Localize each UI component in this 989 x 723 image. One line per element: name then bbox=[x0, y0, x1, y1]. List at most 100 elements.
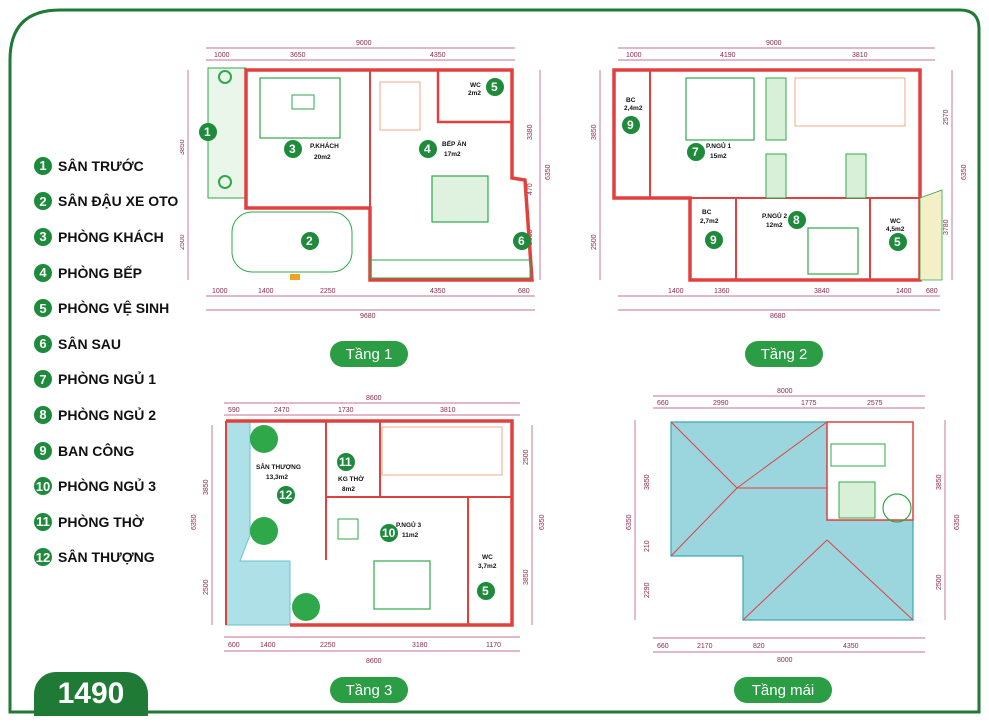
dim-label: 3780 bbox=[943, 219, 950, 235]
dim-label: 1775 bbox=[801, 400, 817, 407]
legend-number: 3 bbox=[34, 227, 52, 246]
legend-number: 11 bbox=[34, 512, 52, 531]
room-number-marker: 2 bbox=[301, 232, 319, 250]
legend-label: SÂN ĐẬU XE OTO bbox=[58, 193, 179, 210]
legend-label: BAN CÔNG bbox=[58, 442, 135, 459]
legend-label: PHÒNG KHÁCH bbox=[58, 228, 164, 245]
dim-label: 3850 bbox=[203, 479, 210, 495]
dim-label: 6350 bbox=[539, 514, 546, 530]
dim-label: 2290 bbox=[644, 582, 651, 598]
dim-label: 3650 bbox=[290, 52, 306, 59]
room-label: BC bbox=[626, 97, 636, 104]
svg-text:5: 5 bbox=[482, 584, 489, 598]
dim-label: 4190 bbox=[720, 52, 736, 59]
legend-item: 11 PHÒNG THỜ bbox=[34, 504, 204, 540]
dim-label: 2500 bbox=[523, 449, 530, 465]
room-number-marker: 9 bbox=[622, 116, 640, 134]
room-area: 15m2 bbox=[710, 153, 727, 160]
legend-label: PHÒNG BẾP bbox=[58, 264, 143, 281]
dim-label: 210 bbox=[644, 540, 651, 552]
dim-label: 660 bbox=[657, 400, 669, 407]
legend-label: PHÒNG VỆ SINH bbox=[58, 300, 170, 317]
dim-label: 3850 bbox=[644, 474, 651, 490]
svg-text:10: 10 bbox=[382, 526, 396, 540]
dim-label: 4350 bbox=[430, 288, 446, 295]
floor-1-title: Tầng 1 bbox=[330, 341, 408, 367]
svg-text:2: 2 bbox=[306, 234, 313, 248]
svg-text:3: 3 bbox=[289, 142, 296, 156]
dim-label: 1730 bbox=[338, 407, 354, 414]
dim-label: 2570 bbox=[943, 109, 950, 125]
room-label: BẾP ĂN bbox=[442, 138, 467, 148]
floor-3-plan: 8600 590 2470 1730 3810 600 1400 2250 31… bbox=[191, 395, 546, 665]
dim-label: 3810 bbox=[852, 52, 868, 59]
room-number-marker: 4 bbox=[419, 140, 437, 158]
room-label: P.KHÁCH bbox=[310, 141, 339, 150]
legend-item: 2 SÂN ĐẬU XE OTO bbox=[34, 184, 204, 220]
roof-plan: 8000 660 2990 1775 2575 660 2170 820 435… bbox=[626, 388, 961, 664]
room-number-marker: 5 bbox=[889, 233, 907, 251]
dim-label: 590 bbox=[228, 407, 240, 414]
legend-item: 12 SÂN THƯỢNG bbox=[34, 540, 204, 576]
legend-number: 1 bbox=[34, 156, 52, 175]
dim-label: 1000 bbox=[212, 288, 228, 295]
legend-number: 2 bbox=[34, 192, 52, 211]
legend-number: 7 bbox=[34, 370, 52, 389]
floor-3-title: Tầng 3 bbox=[330, 677, 408, 703]
dim-label: 600 bbox=[228, 642, 240, 649]
dim-label: 3850 bbox=[523, 569, 530, 585]
room-number-marker: 5 bbox=[486, 78, 504, 96]
dim-label: 470 bbox=[527, 183, 534, 195]
dim-label: 1000 bbox=[626, 52, 642, 59]
room-area: 20m2 bbox=[314, 154, 331, 161]
room-area: 17m2 bbox=[444, 151, 461, 158]
room-area: 3,7m2 bbox=[478, 563, 497, 570]
room-label: WC bbox=[482, 554, 493, 561]
dim-label: 2470 bbox=[274, 407, 290, 414]
dim-label: 2500 bbox=[180, 234, 186, 250]
room-number-marker: 8 bbox=[788, 211, 806, 229]
dim-label: 6350 bbox=[545, 164, 552, 180]
room-label: WC bbox=[470, 82, 481, 89]
dim-label: 8600 bbox=[366, 658, 382, 665]
dim-label: 3850 bbox=[936, 474, 943, 490]
room-number-marker: 12 bbox=[277, 486, 295, 504]
dim-label: 9000 bbox=[356, 40, 372, 47]
dim-label: 2575 bbox=[867, 400, 883, 407]
room-number-marker: 7 bbox=[687, 143, 705, 161]
dim-label: 2250 bbox=[320, 288, 336, 295]
dim-label: 3840 bbox=[814, 288, 830, 295]
room-label: BC bbox=[702, 209, 712, 216]
room-label: P.NGỦ 2 bbox=[762, 211, 788, 220]
legend-number: 5 bbox=[34, 299, 52, 318]
dim-label: 8680 bbox=[770, 313, 786, 320]
legend-number: 12 bbox=[34, 548, 52, 567]
dim-label: 9000 bbox=[766, 40, 782, 47]
dim-label: 1400 bbox=[668, 288, 684, 295]
room-label: SÂN THƯỢNG bbox=[256, 462, 301, 471]
dim-label: 1400 bbox=[258, 288, 274, 295]
room-area: 8m2 bbox=[342, 486, 355, 493]
dim-label: 3850 bbox=[180, 139, 186, 155]
room-area: 2m2 bbox=[468, 90, 481, 97]
dim-label: 2250 bbox=[320, 642, 336, 649]
dim-label: 6350 bbox=[954, 514, 961, 530]
room-label: P.NGỦ 3 bbox=[396, 520, 422, 529]
legend-item: 5 PHÒNG VỆ SINH bbox=[34, 290, 204, 326]
legend-label: SÂN SAU bbox=[58, 335, 122, 352]
svg-text:4: 4 bbox=[424, 142, 431, 156]
room-area: 13,3m2 bbox=[266, 474, 288, 481]
legend-label: SÂN THƯỢNG bbox=[58, 549, 155, 566]
legend-label: PHÒNG THỜ bbox=[58, 513, 144, 530]
dim-label: 9680 bbox=[360, 313, 376, 320]
svg-text:5: 5 bbox=[491, 80, 498, 94]
dim-label: 660 bbox=[657, 643, 669, 650]
legend-label: SÂN TRƯỚC bbox=[58, 157, 144, 174]
legend-label: PHÒNG NGỦ 1 bbox=[58, 371, 157, 388]
floor-1-plan: 9000 1000 3650 4350 1000 1400 2250 4350 … bbox=[180, 40, 552, 320]
room-number-marker: 1 bbox=[199, 123, 217, 141]
legend-number: 4 bbox=[34, 263, 52, 282]
